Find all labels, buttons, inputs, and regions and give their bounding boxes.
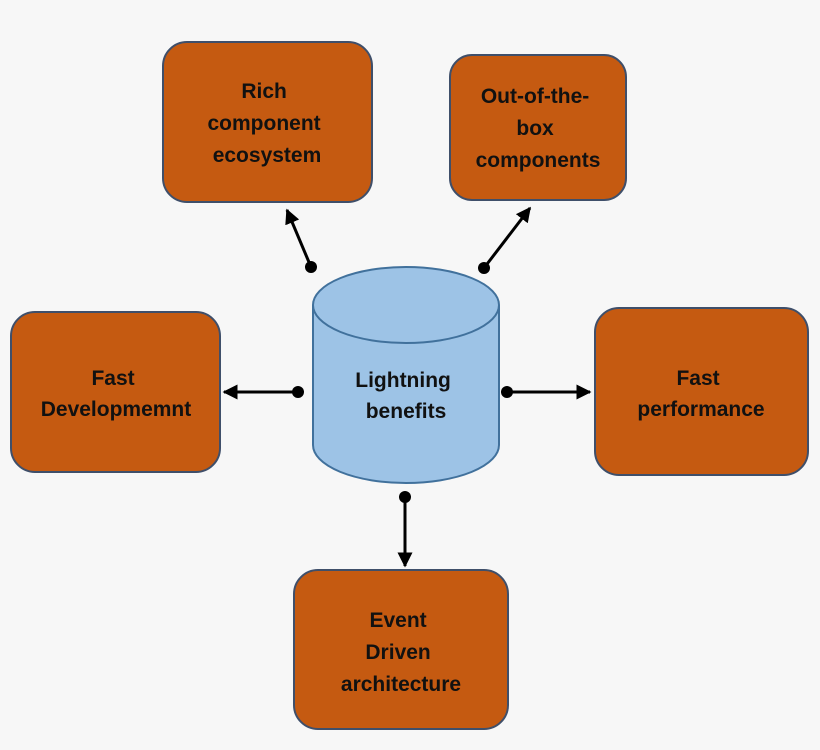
connector-event xyxy=(397,491,413,568)
box-event-driven-architecture: Event Driven architecture xyxy=(293,569,509,730)
box-oob-line-3: components xyxy=(476,149,601,172)
hub-cylinder: Lightning benefits xyxy=(312,266,500,484)
box-rich-component-ecosystem: Rich component ecosystem xyxy=(162,41,373,203)
box-out-of-the-box-components: Out-of-the- box components xyxy=(449,54,627,201)
box-fastdev-line-1: Fast xyxy=(91,367,134,390)
connector-fastperf xyxy=(501,384,592,400)
box-event-line-3: architecture xyxy=(341,673,461,696)
hub-label: Lightning benefits xyxy=(355,369,456,423)
svg-text:Rich component eco: Rich component ecosystem xyxy=(207,80,326,167)
box-rich-line-2: component xyxy=(207,112,320,135)
box-oob-line-1: Out-of-the- xyxy=(481,85,589,108)
hub-top xyxy=(312,266,500,344)
connectors xyxy=(222,206,592,568)
box-rich-line-1: Rich xyxy=(241,80,287,103)
box-event-line-2: Driven xyxy=(365,641,430,664)
svg-text:Fast performance: Fast performance xyxy=(637,367,764,421)
connector-oob xyxy=(478,206,532,274)
box-fast-performance: Fast performance xyxy=(594,307,809,476)
box-oob-line-2: box xyxy=(516,117,554,140)
box-rich-line-3: ecosystem xyxy=(213,144,322,167)
box-fastperf-line-1: Fast xyxy=(676,367,719,390)
connector-rich xyxy=(285,208,317,273)
box-fast-development: Fast Developmemnt xyxy=(10,311,221,473)
svg-text:Event Driven archi: Event Driven architecture xyxy=(341,609,461,696)
hub-label-line-1: Lightning xyxy=(355,369,451,392)
box-event-line-1: Event xyxy=(369,609,426,632)
box-fastperf-line-2: performance xyxy=(637,398,764,421)
connector-fastdev xyxy=(222,384,304,400)
svg-text:Out-of-the- box co: Out-of-the- box components xyxy=(476,85,601,172)
box-fastdev-line-2: Developmemnt xyxy=(41,398,192,421)
svg-text:Fast Developmemnt: Fast Developmemnt xyxy=(41,367,192,421)
hub-body xyxy=(312,305,500,484)
hub-label-line-2: benefits xyxy=(366,400,447,423)
